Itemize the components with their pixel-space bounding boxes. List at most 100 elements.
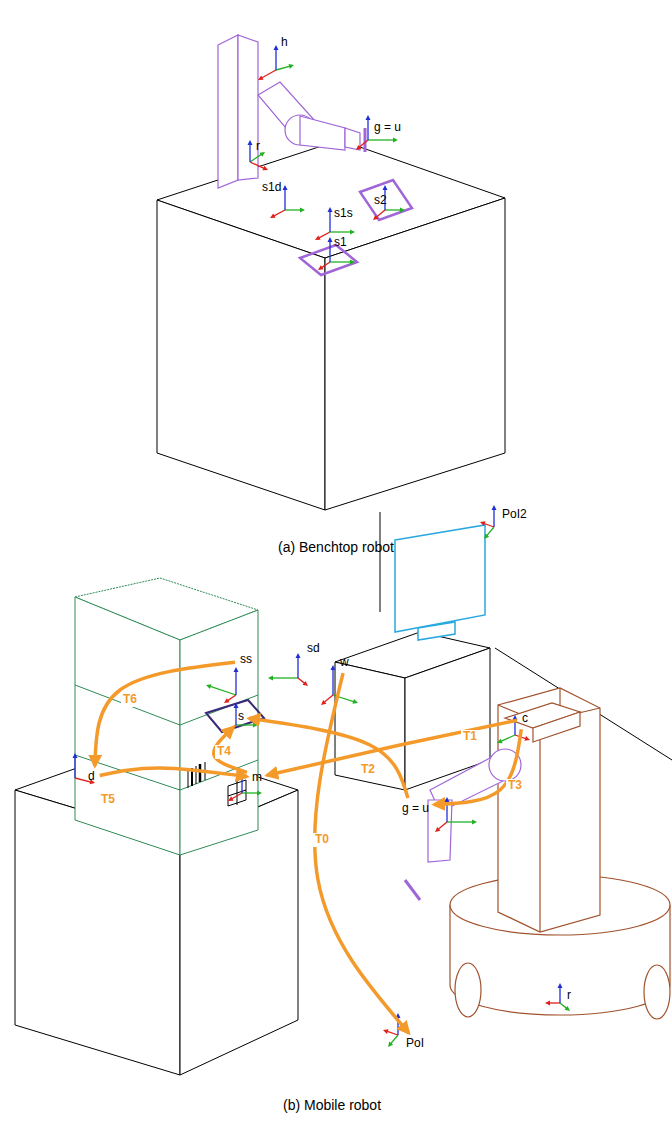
frame-arrowhead	[352, 699, 358, 704]
frame-axis	[329, 210, 330, 232]
illustration-part	[360, 180, 412, 220]
transform-arrow	[434, 729, 521, 804]
frame-arrowhead	[318, 265, 324, 270]
illustration-part	[539, 722, 540, 932]
barcode	[188, 762, 205, 788]
frame-arrowhead	[296, 653, 301, 658]
frame-axis	[297, 656, 298, 678]
frame-arrowhead	[328, 237, 333, 242]
bench-box	[157, 140, 505, 510]
frame-arrowhead	[480, 521, 486, 526]
frame-arrowhead	[484, 534, 489, 539]
frame-axis	[559, 986, 560, 1003]
shelf-pad	[206, 700, 264, 732]
frame-arrowhead	[373, 215, 378, 220]
frame-axis	[250, 162, 265, 169]
frame-name: r	[567, 988, 571, 1002]
frame-name: ss	[240, 652, 252, 666]
frame-arrowhead	[350, 230, 355, 235]
panel-caption: (a) Benchtop robot	[278, 540, 394, 555]
illustration-part	[75, 685, 180, 725]
illustration-part	[380, 512, 381, 612]
frame-arrowhead	[331, 665, 336, 670]
frame-label: s1d	[262, 181, 281, 194]
mobile-arm	[405, 749, 521, 900]
frame-node: d	[86, 769, 97, 784]
frame-axis	[330, 231, 352, 232]
frame-arrowhead	[445, 797, 450, 802]
frame-arrowhead	[328, 207, 333, 212]
frame-arrowhead	[388, 1042, 393, 1047]
transform-label: T4	[215, 745, 233, 758]
illustration-part	[218, 35, 238, 188]
frame-axis	[284, 188, 285, 210]
frame-arrowhead	[497, 739, 503, 744]
illustration-part	[418, 622, 455, 640]
frame-axis	[276, 66, 291, 70]
frame-axis	[242, 792, 259, 793]
frame-name: w	[340, 655, 349, 669]
transform-label: T1	[461, 730, 479, 743]
frame-label: s1	[334, 236, 347, 249]
frame-label: g = u	[374, 121, 401, 134]
frame-arrowhead	[303, 681, 308, 686]
frame-axis	[249, 143, 250, 162]
illustration-part	[157, 200, 325, 510]
monitor	[395, 525, 485, 640]
illustration-part	[428, 800, 452, 862]
frame-arrowhead	[73, 753, 78, 758]
frame-node: m	[250, 770, 264, 785]
frame-axis	[275, 48, 276, 70]
frame-arrowhead	[300, 208, 305, 213]
illustration-part	[533, 712, 580, 742]
frame-arrowhead	[224, 698, 230, 703]
frame-arrowhead	[565, 1006, 570, 1011]
frame-arrowhead	[558, 983, 563, 988]
frame-arrowhead	[258, 75, 264, 80]
frame-arrowhead	[289, 64, 294, 69]
frame-arrowhead	[234, 703, 239, 708]
frame-axis	[493, 508, 494, 527]
frame-arrowhead	[393, 138, 398, 143]
illustration-part	[199, 764, 202, 782]
panel-caption: (b) Mobile robot	[283, 1098, 381, 1113]
transform-label: T3	[506, 779, 524, 792]
coordinate-frames	[73, 45, 571, 1047]
frame-node: w	[338, 655, 351, 670]
frame-arrowhead	[321, 700, 326, 705]
frame-node: c	[520, 711, 530, 726]
frame-axis	[285, 209, 302, 210]
frame-label: r	[256, 140, 260, 153]
frame-label: PoI2	[502, 508, 527, 521]
frame-arrowhead	[228, 796, 234, 801]
frame-arrowhead	[350, 260, 355, 265]
frame-arrowhead	[524, 736, 530, 741]
frame-arrowhead	[383, 185, 388, 190]
illustration-part	[498, 688, 600, 932]
transform-arrow	[315, 673, 409, 1033]
illustration-part	[335, 662, 405, 790]
frame-axis	[209, 686, 236, 695]
frame-name: sd	[307, 641, 320, 655]
illustration-part	[325, 198, 505, 510]
illustration-part	[180, 610, 258, 855]
illustration-part	[75, 597, 180, 855]
frame-arrowhead	[259, 152, 265, 157]
transform-arrow	[95, 662, 235, 766]
illustration-part	[455, 963, 481, 1017]
frame-label: h	[281, 36, 288, 49]
frame-arrowhead	[492, 505, 497, 510]
illustration-part	[188, 770, 189, 788]
frame-axis	[250, 154, 263, 162]
frame-axis	[235, 706, 236, 725]
frame-arrowhead	[206, 684, 212, 689]
frame-arrowhead	[366, 115, 371, 120]
benchtop-arm	[218, 35, 412, 275]
frame-arrowhead	[262, 166, 268, 171]
illustration-part	[395, 525, 485, 632]
frame-axis	[273, 210, 285, 217]
illustration-part	[300, 116, 345, 150]
frame-arrowhead	[253, 723, 258, 728]
